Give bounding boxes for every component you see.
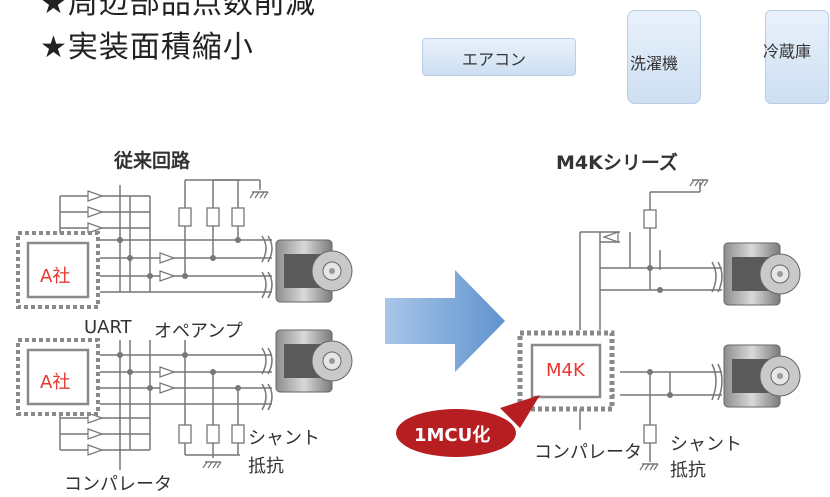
uart-label: UART — [84, 317, 132, 338]
right-motor-1 — [723, 242, 801, 306]
right-opamps — [599, 231, 619, 401]
left-chip-1-label: A社 — [40, 266, 71, 287]
left-title: 従来回路 — [114, 150, 191, 172]
right-wiring — [579, 182, 723, 462]
right-shunt-label-1: シャント — [670, 434, 742, 455]
left-wiring — [59, 179, 273, 470]
left-junctions — [117, 237, 241, 391]
right-motor-2 — [723, 344, 801, 408]
opamp-label: オペアンプ — [154, 321, 243, 342]
callout-text: 1MCU化 — [414, 425, 491, 446]
right-chip-label: M4K — [546, 360, 585, 381]
left-comparator-label: コンパレータ — [64, 474, 172, 495]
callout-bubble — [396, 395, 540, 457]
left-motor-1 — [275, 239, 353, 303]
right-shunt-label-2: 抵抗 — [670, 460, 706, 481]
appliance-label-aircon: エアコン — [462, 50, 527, 69]
washing-machine-icon — [627, 10, 701, 104]
refrigerator-icon — [765, 10, 829, 104]
left-shunt-resistors — [178, 207, 245, 444]
right-chip-m4k — [517, 330, 615, 412]
right-junctions — [647, 265, 673, 398]
left-shunt-label-1: シャント — [248, 428, 320, 449]
appliance-label-fridge: 冷蔵庫 — [763, 42, 812, 61]
right-shunt-resistors — [643, 209, 657, 444]
appliance-label-washer: 洗濯機 — [630, 54, 679, 73]
transition-arrow — [385, 270, 505, 372]
right-comparator-label: コンパレータ — [534, 442, 642, 463]
bullet-parts-reduction: ★周辺部品点数削減 — [40, 0, 316, 21]
left-shunt-label-2: 抵抗 — [248, 456, 284, 477]
left-chip-2 — [16, 338, 100, 416]
left-motor-2 — [275, 329, 353, 393]
left-chip-1 — [16, 231, 100, 309]
right-title: M4Kシリーズ — [556, 152, 678, 174]
air-conditioner-icon — [422, 38, 576, 76]
bullet-area-reduction: ★実装面積縮小 — [40, 30, 254, 65]
left-chip-2-label: A社 — [40, 372, 71, 393]
